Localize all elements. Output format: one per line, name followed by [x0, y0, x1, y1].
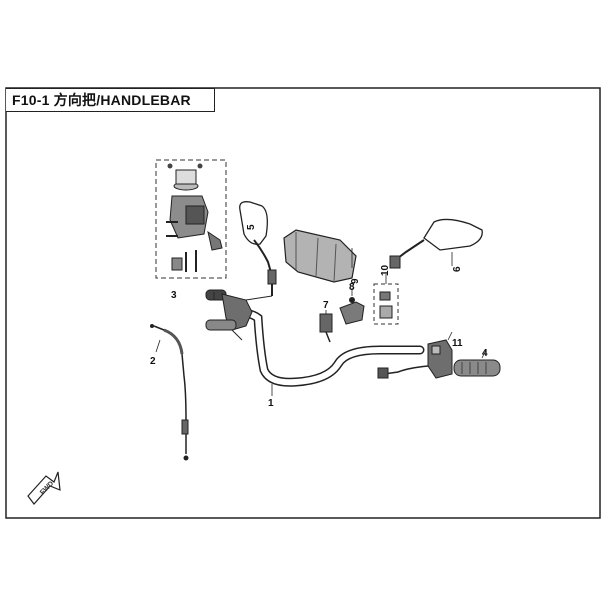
fwd-direction-arrow: FWD	[27, 471, 61, 505]
part-label-7: 7	[323, 300, 329, 311]
part-label-9: 9	[350, 278, 361, 284]
part-8-switch	[339, 297, 365, 325]
part-label-6: 6	[452, 266, 463, 272]
part-6-right-mirror	[389, 218, 483, 269]
part-label-10: 10	[380, 264, 391, 276]
part-label-3: 3	[171, 290, 177, 301]
part-7-connector	[319, 313, 333, 343]
part-label-4: 4	[482, 348, 488, 359]
part-label-11: 11	[452, 338, 463, 349]
part-2-throttle-cable	[150, 324, 189, 461]
part-5-left-mirror	[239, 201, 277, 296]
part-3-brake-assembly: 3	[155, 159, 227, 301]
diagram-border	[5, 87, 601, 519]
part-label-1: 1	[268, 398, 274, 409]
left-control-housing	[205, 289, 273, 341]
part-label-2: 2	[150, 356, 156, 367]
page-title: F10-1 方向把/HANDLEBAR	[12, 92, 191, 108]
part-10-clamp-set	[373, 274, 399, 325]
part-11-right-switch	[377, 331, 453, 379]
title-bar: F10-1 方向把/HANDLEBAR	[6, 88, 215, 112]
part-4-grip	[453, 349, 501, 377]
part-label-8: 8	[349, 282, 355, 293]
part-label-5: 5	[246, 224, 257, 230]
part-9-handlebar-pad	[283, 229, 357, 283]
part-1-handlebar	[225, 305, 425, 396]
